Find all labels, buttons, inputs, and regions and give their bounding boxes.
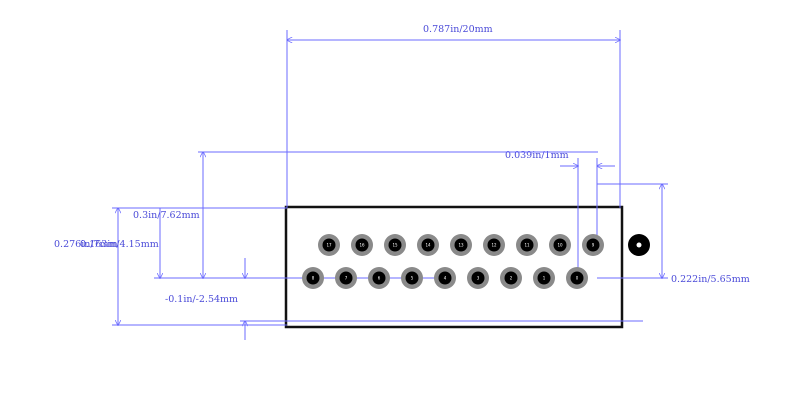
pin-number: 13 xyxy=(458,243,464,248)
pin-pad: 8 xyxy=(302,267,324,289)
pin-pad: 9 xyxy=(582,234,604,256)
marker-offset-dimension: 0.222in/5.65mm xyxy=(597,184,750,285)
pitch-dimension-label: 0.039in/1mm xyxy=(505,150,569,161)
width-dimension: 0.787in/20mm xyxy=(287,24,620,208)
pin-pad: 10 xyxy=(549,234,571,256)
pin-number: 7 xyxy=(345,276,348,281)
pin-number: 4 xyxy=(444,276,447,281)
pin-number: 12 xyxy=(491,243,497,248)
row-spacing-dimension: 0.3in/7.62mm xyxy=(133,152,598,278)
height-dimension: 0.276in/7mm xyxy=(54,208,287,325)
secondary-height-dimension: 0.163in/4.15mm xyxy=(80,208,160,278)
top-pin-row: 17 16 15 14 13 12 11 10 9 xyxy=(318,234,604,256)
pin-number: 9 xyxy=(592,243,595,248)
pin-number: 11 xyxy=(524,243,530,248)
pin-number: 10 xyxy=(557,243,563,248)
pin-pad: 6 xyxy=(368,267,390,289)
pin-number: 14 xyxy=(425,243,431,248)
component-body-outline xyxy=(284,205,624,329)
pin-pad: 12 xyxy=(483,234,505,256)
pin-number: 17 xyxy=(326,243,332,248)
width-dimension-label: 0.787in/20mm xyxy=(423,24,493,35)
pin-number: 16 xyxy=(359,243,365,248)
secondary-height-label: 0.163in/4.15mm xyxy=(80,239,159,250)
pin-number: 6 xyxy=(378,276,381,281)
pin-pad: 3 xyxy=(467,267,489,289)
pin-number: 5 xyxy=(411,276,414,281)
row-spacing-label: 0.3in/7.62mm xyxy=(133,210,200,221)
pin-pad: 0 xyxy=(566,267,588,289)
pin-number: 15 xyxy=(392,243,398,248)
height-dimension-label: 0.276in/7mm xyxy=(54,239,118,250)
pin-number: 1 xyxy=(543,276,546,281)
pin-pad: 2 xyxy=(500,267,522,289)
row-offset-dimension: -0.1in/-2.54mm xyxy=(154,258,643,340)
pitch-dimension: 0.039in/1mm xyxy=(505,150,615,278)
pin-pad: 15 xyxy=(384,234,406,256)
pin-number: 3 xyxy=(477,276,480,281)
bottom-pin-row: 8 7 6 5 4 3 2 1 0 xyxy=(302,267,588,289)
pin-pad: 1 xyxy=(533,267,555,289)
pin-pad: 13 xyxy=(450,234,472,256)
pin-pad: 14 xyxy=(417,234,439,256)
pin-number: 2 xyxy=(510,276,513,281)
pin-number: 0 xyxy=(576,276,579,281)
pin-pad: 17 xyxy=(318,234,340,256)
row-offset-label: -0.1in/-2.54mm xyxy=(165,294,238,305)
pin-pad: 5 xyxy=(401,267,423,289)
marker-offset-label: 0.222in/5.65mm xyxy=(671,274,750,285)
pin-pad: 7 xyxy=(335,267,357,289)
pin-pad: 11 xyxy=(516,234,538,256)
pin-number: 8 xyxy=(312,276,315,281)
pin-pad: 4 xyxy=(434,267,456,289)
pin1-marker xyxy=(628,234,650,256)
pin-pad: 16 xyxy=(351,234,373,256)
